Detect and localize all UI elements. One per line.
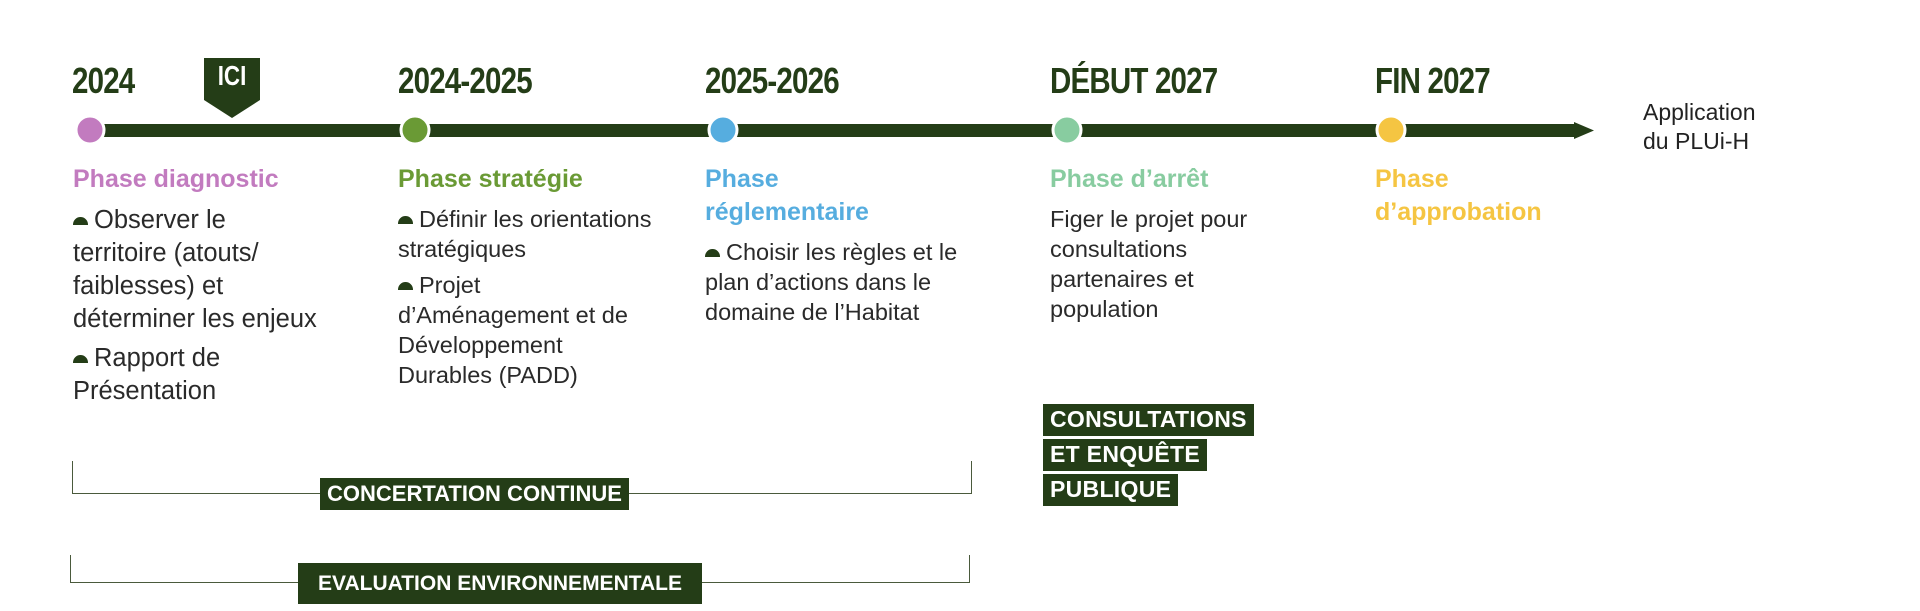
consultations-label: CONSULTATIONS ET ENQUÊTE PUBLIQUE [1043, 404, 1254, 509]
year-2024-2025: 2024-2025 [398, 60, 533, 101]
bullet-icon [73, 355, 88, 363]
list-item: Définir les orientations stratégiques [398, 206, 652, 262]
year-fin-2027: FIN 2027 [1375, 60, 1491, 101]
phase-title-arret: Phase d’arrêt [1050, 165, 1209, 193]
dot-approbation [1375, 114, 1407, 146]
end-label-line2: du PLUi-H [1643, 128, 1750, 154]
consultations-label-line3: PUBLIQUE [1043, 474, 1179, 506]
list-item: Rapport de Présentation [73, 344, 221, 405]
bullet-icon [705, 249, 720, 257]
location-marker-icon [204, 58, 260, 118]
list-item: Choisir les règles et le plan d’actions … [705, 239, 958, 325]
phase-arret-text: Figer le projet pour consultations parte… [1050, 206, 1248, 322]
timeline-arrow-head [1574, 122, 1594, 139]
here-marker-badge: ICI [202, 56, 262, 118]
end-label: Application du PLUi-H [1643, 98, 1756, 156]
dot-reglementaire [707, 114, 739, 146]
phase-title-reglementaire-line1: Phase [705, 165, 779, 193]
end-label-line1: Application [1643, 99, 1756, 125]
list-item: Observer le territoire (atouts/ faibless… [73, 206, 317, 333]
concertation-label: CONCERTATION CONTINUE [320, 478, 629, 510]
consultations-label-line1: CONSULTATIONS [1043, 404, 1254, 436]
bullet-icon [398, 282, 413, 290]
year-2025-2026: 2025-2026 [705, 60, 840, 101]
phase-title-reglementaire: Phase réglementaire [705, 163, 869, 229]
here-marker-label: ICI [217, 60, 247, 91]
phase-reglementaire-description: Choisir les règles et le plan d’actions … [705, 237, 965, 333]
phase-title-approbation-line1: Phase [1375, 165, 1449, 193]
phase-title-reglementaire-line2: réglementaire [705, 198, 869, 226]
phase-title-approbation-line2: d’approbation [1375, 198, 1542, 226]
list-item: Projet d’Aménagement et de Développement… [398, 272, 628, 388]
phase-diagnostic-description: Observer le territoire (atouts/ faibless… [73, 204, 318, 414]
phase-strategie-description: Définir les orientations stratégiques Pr… [398, 204, 653, 396]
dot-arret [1051, 114, 1083, 146]
year-debut-2027: DÉBUT 2027 [1050, 60, 1218, 101]
phase-title-strategie: Phase stratégie [398, 165, 583, 193]
phase-title-diagnostic: Phase diagnostic [73, 165, 279, 193]
dot-strategie [399, 114, 431, 146]
phase-title-approbation: Phase d’approbation [1375, 163, 1542, 229]
consultations-label-line2: ET ENQUÊTE [1043, 439, 1207, 471]
bullet-icon [398, 216, 413, 224]
year-2024: 2024 [72, 60, 135, 101]
dot-diagnostic [74, 114, 106, 146]
phase-arret-description: Figer le projet pour consultations parte… [1050, 204, 1290, 324]
bullet-icon [73, 217, 88, 225]
timeline-line [90, 124, 1576, 137]
evaluation-label: EVALUATION ENVIRONNEMENTALE [298, 563, 703, 604]
